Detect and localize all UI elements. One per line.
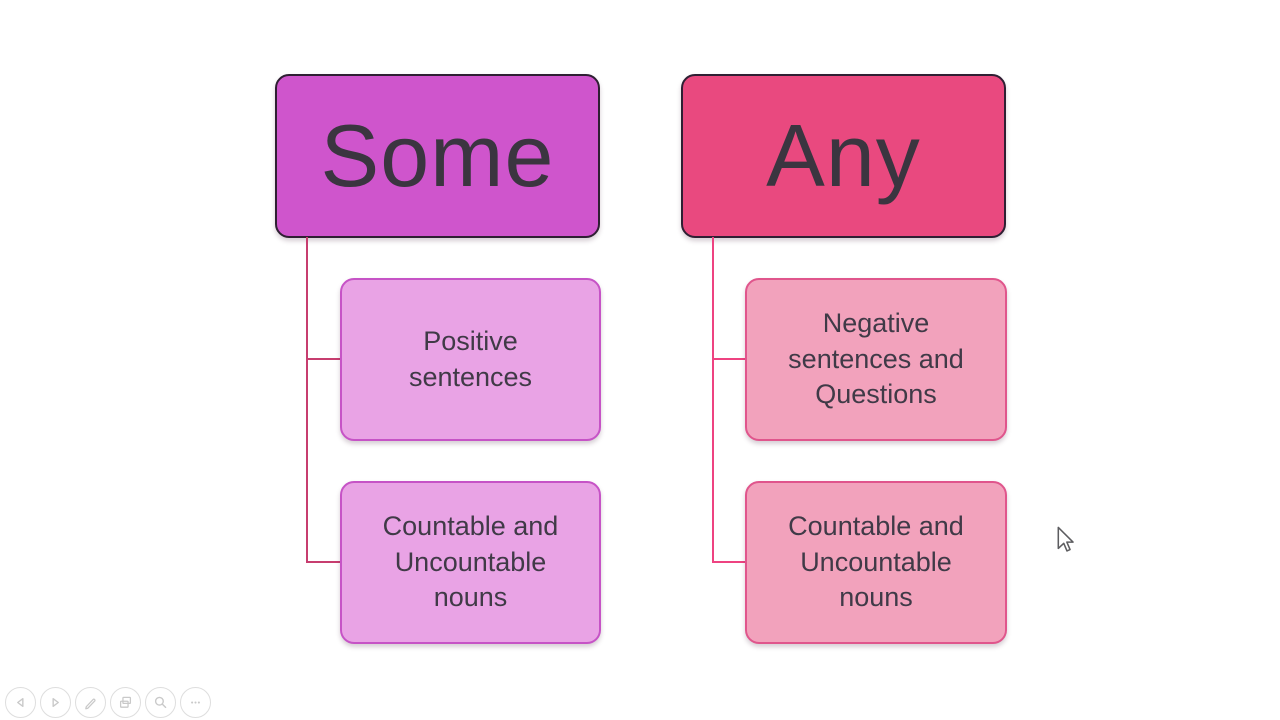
slides-icon (117, 694, 134, 711)
node-label-some-countable-uncountable: Countable and Uncountable nouns (382, 511, 559, 613)
more-options-button[interactable] (180, 687, 211, 718)
node-label-some: Some (320, 106, 555, 205)
left-triangle-icon (12, 694, 29, 711)
slideshow-toolbar (5, 687, 211, 718)
ellipsis-icon (187, 694, 204, 711)
connector-some-branch-1 (308, 358, 340, 360)
connector-any-branch-1 (714, 358, 745, 360)
node-label-negative-sentences-questions: Negative sentences and Questions (788, 308, 964, 410)
connector-any-branch-2 (714, 561, 745, 563)
connector-some-branch-2 (308, 561, 340, 563)
diagram-node-positive-sentences: Positive sentences (340, 278, 601, 441)
diagram-node-negative-sentences-questions: Negative sentences and Questions (745, 278, 1007, 441)
next-slide-button[interactable] (40, 687, 71, 718)
pen-tools-button[interactable] (75, 687, 106, 718)
diagram-node-any-countable-uncountable: Countable and Uncountable nouns (745, 481, 1007, 644)
see-all-slides-button[interactable] (110, 687, 141, 718)
mouse-cursor-icon (1056, 526, 1076, 559)
connector-some-vertical (306, 237, 308, 563)
node-label-any-countable-uncountable: Countable and Uncountable nouns (788, 511, 964, 613)
previous-slide-button[interactable] (5, 687, 36, 718)
node-label-any: Any (766, 106, 921, 205)
diagram-node-any: Any (681, 74, 1006, 238)
magnifier-icon (152, 694, 169, 711)
zoom-slide-button[interactable] (145, 687, 176, 718)
connector-any-vertical (712, 237, 714, 563)
node-label-positive-sentences: Positive sentences (408, 325, 533, 392)
pen-icon (82, 694, 99, 711)
right-triangle-icon (47, 694, 64, 711)
diagram-node-some-countable-uncountable: Countable and Uncountable nouns (340, 481, 601, 644)
diagram-node-some: Some (275, 74, 600, 238)
